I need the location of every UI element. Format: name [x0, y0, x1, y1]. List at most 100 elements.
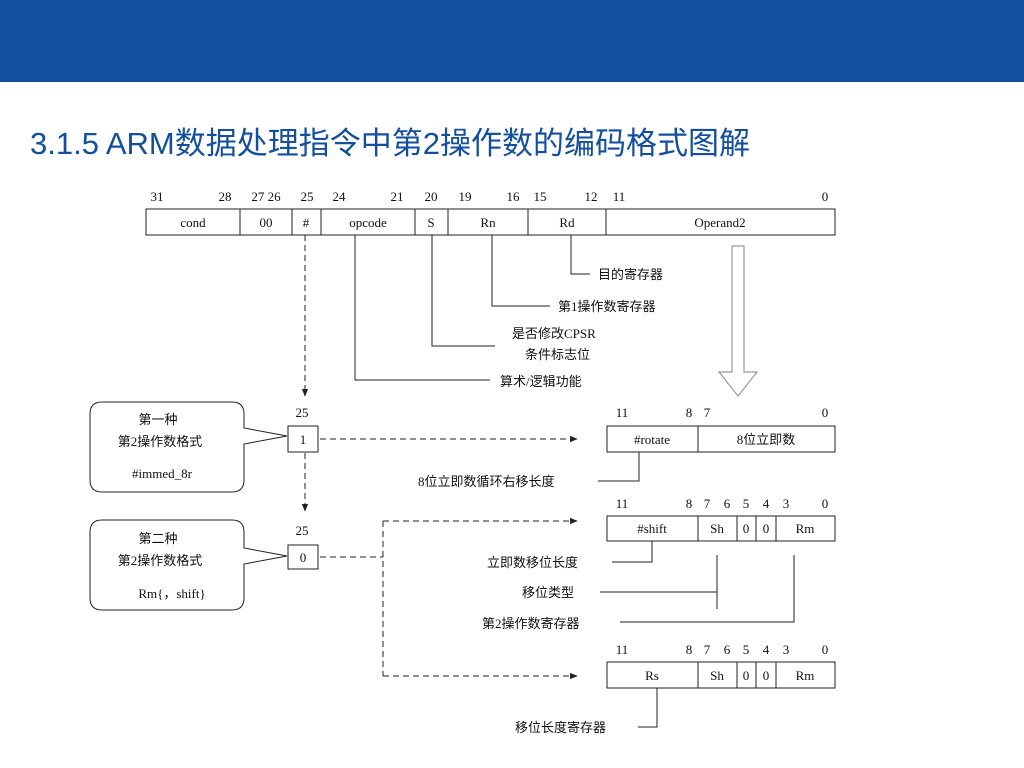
shi-bit-5: 5: [743, 496, 750, 511]
bit-28: 28: [219, 189, 232, 204]
shr-field-rs: [606, 661, 699, 689]
annotation-opcode: 算术/逻辑功能: [500, 374, 582, 389]
shift-imm-bit-numbers: 11 8 7 6 5 4 3 0: [616, 496, 829, 511]
shi-bit-0: 0: [822, 496, 829, 511]
imm-field-imm8: [697, 425, 836, 453]
shr-field-sh: [697, 661, 738, 689]
shift-reg-bit-numbers: 11 8 7 6 5 4 3 0: [616, 642, 829, 657]
imm-bit-0: 0: [822, 405, 829, 420]
callout-second-line2: 第2操作数格式: [118, 553, 203, 568]
shr-field-rs-label: Rs: [645, 668, 659, 683]
shr-field-rm: [775, 661, 836, 689]
shr-field-zero-1-label: 0: [743, 668, 750, 683]
shr-bit-11: 11: [616, 642, 629, 657]
s-leader: [431, 235, 495, 347]
annotation-rotate: 8位立即数循环右移长度: [418, 474, 555, 489]
main-bit-numbers: 31 28 27 26 25 24 21 20 19 16 15 12 11 0: [151, 189, 829, 204]
shift-amount-leader: [612, 541, 653, 563]
shi-field-sh-label: Sh: [710, 521, 724, 536]
i-bit-zero-box: [287, 544, 319, 570]
shr-bit-8: 8: [686, 642, 693, 657]
annotation-rn: 第1操作数寄存器: [558, 299, 656, 314]
instruction-fields: cond 00 # opcode S Rn Rd Operand2: [145, 208, 836, 236]
i-bit-bottom-label: 25: [296, 523, 309, 538]
rd-leader: [570, 235, 590, 275]
shi-field-zero-1-label: 0: [743, 521, 750, 536]
annotation-shift-amount: 立即数移位长度: [487, 555, 578, 570]
callout-second-format: [89, 519, 288, 611]
bit-20: 20: [425, 189, 438, 204]
field-cond-label: cond: [180, 215, 206, 230]
rs-leader: [638, 688, 658, 728]
bit-24: 24: [333, 189, 347, 204]
annotation-s-line1: 是否修改CPSR: [512, 326, 596, 341]
field-cond: [145, 208, 241, 236]
bit-16: 16: [507, 189, 521, 204]
field-00-label: 00: [260, 215, 273, 230]
annotation-rm: 第2操作数寄存器: [482, 616, 580, 631]
field-rd-label: Rd: [559, 215, 575, 230]
bit-12: 12: [585, 189, 598, 204]
bit-27-26: 27 26: [251, 189, 281, 204]
shi-bit-4: 4: [763, 496, 770, 511]
immediate-bit-numbers: 11 8 7 0: [616, 405, 829, 420]
i-bit-top-label: 25: [296, 405, 309, 420]
field-opcode-label: opcode: [349, 215, 387, 230]
callout-first-line3: #immed_8r: [132, 466, 193, 481]
bit-15: 15: [534, 189, 547, 204]
imm-bit-11: 11: [616, 405, 629, 420]
operand2-expand-arrow: [717, 245, 759, 397]
shi-field-rm-label: Rm: [796, 521, 815, 536]
bit-0: 0: [822, 189, 829, 204]
bit-31: 31: [151, 189, 164, 204]
shi-field-zero-2-label: 0: [763, 521, 770, 536]
shr-field-zero-2-label: 0: [763, 668, 770, 683]
shi-field-shift: [606, 515, 699, 542]
shi-bit-8: 8: [686, 496, 693, 511]
shr-bit-4: 4: [763, 642, 770, 657]
shr-field-sh-label: Sh: [710, 668, 724, 683]
callout-first-line2: 第2操作数格式: [118, 434, 203, 449]
callout-first-format: [89, 401, 288, 493]
shift-imm-leader-lines: [600, 541, 795, 623]
field-leader-lines: [354, 235, 590, 381]
shr-bit-5: 5: [743, 642, 750, 657]
field-rn-label: Rn: [480, 215, 496, 230]
callout-first-line1: 第一种: [138, 412, 177, 427]
field-operand2: [605, 208, 836, 236]
imm-bit-8: 8: [686, 405, 693, 420]
bit-11: 11: [613, 189, 626, 204]
bit-25: 25: [301, 189, 314, 204]
i-bit-one-box: [287, 425, 319, 453]
shr-bit-3: 3: [783, 642, 790, 657]
field-opcode: [320, 208, 416, 236]
shi-bit-11: 11: [616, 496, 629, 511]
imm-field-rotate-label: #rotate: [634, 432, 670, 447]
shr-bit-0: 0: [822, 642, 829, 657]
field-i-bit-label: #: [303, 215, 310, 230]
annotation-rs: 移位长度寄存器: [515, 720, 606, 735]
shi-field-shift-label: #shift: [637, 521, 667, 536]
annotation-s-line2: 条件标志位: [525, 347, 590, 362]
rn-leader: [491, 235, 550, 307]
rotate-leader: [598, 452, 640, 482]
shi-field-rm: [775, 515, 836, 542]
imm-field-imm8-label: 8位立即数: [737, 432, 796, 447]
field-operand2-label: Operand2: [694, 215, 745, 230]
shi-bit-7: 7: [704, 496, 711, 511]
shr-field-rm-label: Rm: [796, 668, 815, 683]
shr-bit-6: 6: [724, 642, 731, 657]
opcode-leader: [354, 235, 490, 381]
callout-second-line3: Rm{，shift}: [138, 586, 205, 601]
field-rd: [527, 208, 607, 236]
shi-bit-6: 6: [724, 496, 731, 511]
slide-title: 3.1.5 ARM数据处理指令中第2操作数的编码格式图解: [30, 126, 750, 161]
shr-bit-7: 7: [704, 642, 711, 657]
register-flow-arrows: [320, 517, 578, 680]
header-band: [0, 0, 1024, 82]
bit-19: 19: [459, 189, 472, 204]
i-bit-zero-value: 0: [300, 550, 307, 565]
callout-second-line1: 第二种: [138, 531, 177, 546]
field-s: [414, 208, 449, 236]
